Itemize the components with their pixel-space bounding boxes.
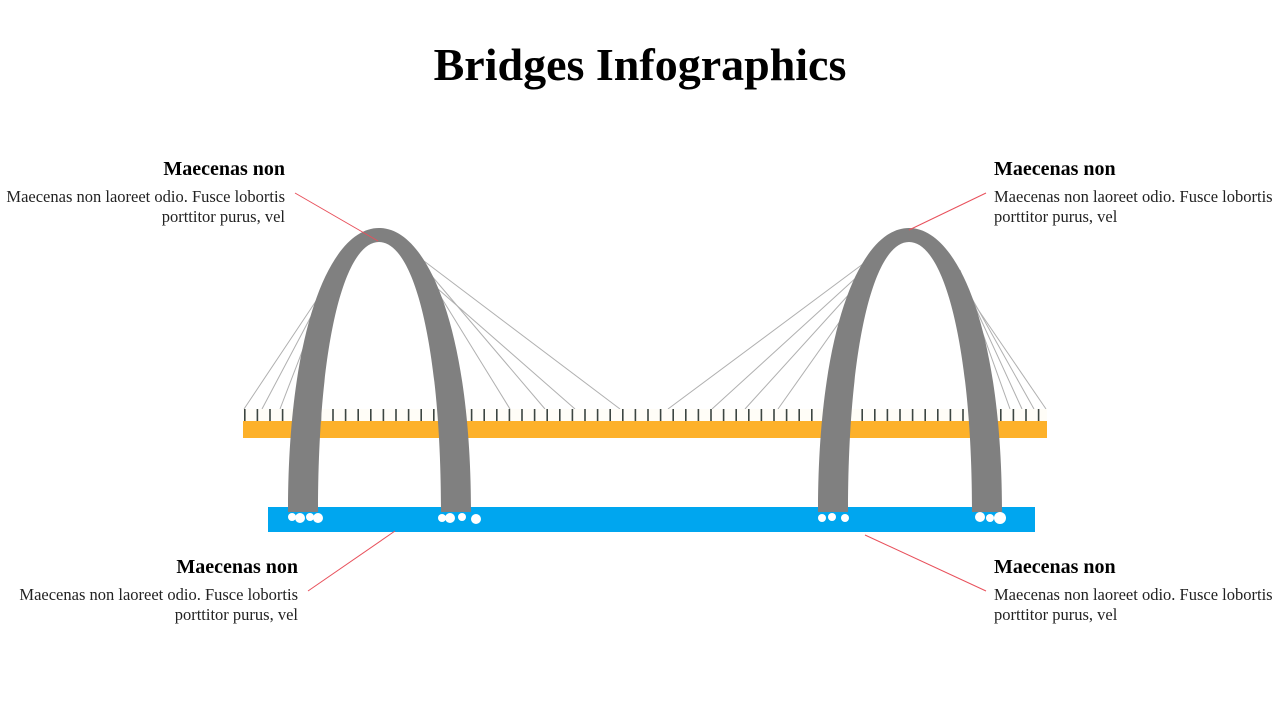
- railing-post: [1037, 409, 1040, 421]
- railing-post: [332, 409, 334, 421]
- block-text: Maecenas non laoreet odio. Fusce loborti…: [6, 187, 285, 226]
- cables: [243, 254, 1047, 410]
- railing-post: [949, 409, 952, 421]
- railing-post: [508, 409, 511, 421]
- railing-post: [483, 409, 485, 421]
- railing-post: [697, 409, 700, 421]
- info-block-top-left: Maecenas non Maecenas non laoreet odio. …: [5, 158, 285, 227]
- railing-post: [760, 409, 763, 421]
- railing-post: [609, 409, 611, 421]
- leader-lines: [294, 192, 987, 592]
- block-text: Maecenas non laoreet odio. Fusce loborti…: [994, 187, 1273, 226]
- railing-post: [420, 409, 422, 421]
- cable: [424, 267, 546, 410]
- railing-post: [370, 409, 372, 421]
- railing-post: [811, 409, 813, 421]
- railing-post: [269, 409, 271, 421]
- railing-post: [924, 409, 926, 421]
- railing: [243, 409, 1047, 421]
- block-heading: Maecenas non: [176, 556, 298, 578]
- cable: [667, 254, 876, 410]
- railing-post: [1000, 409, 1002, 421]
- railing-post: [937, 409, 939, 421]
- railing-post: [382, 409, 385, 421]
- arch-left: [288, 228, 471, 512]
- arch-right: [818, 228, 1002, 512]
- railing-post: [748, 409, 750, 421]
- railing-post: [634, 409, 637, 421]
- cable: [419, 257, 621, 410]
- railing-post: [546, 409, 548, 421]
- railing-post: [1012, 409, 1015, 421]
- railing-post: [622, 409, 624, 421]
- railing-post: [874, 409, 876, 421]
- river: [268, 507, 1035, 532]
- railing-post: [533, 409, 536, 421]
- cable: [744, 279, 863, 410]
- railing-post: [433, 409, 435, 421]
- info-block-bottom-left: Maecenas non Maecenas non laoreet odio. …: [18, 556, 298, 625]
- railing-post: [470, 409, 473, 421]
- railing-post: [685, 409, 687, 421]
- railing-post: [962, 409, 964, 421]
- railing-post: [722, 409, 725, 421]
- railing-post: [596, 409, 599, 421]
- railing-background: [243, 409, 1047, 421]
- railing-post: [496, 409, 498, 421]
- railing-post: [256, 409, 259, 421]
- railing-post: [395, 409, 397, 421]
- info-block-bottom-right: Maecenas non Maecenas non laoreet odio. …: [994, 556, 1274, 625]
- railing-post: [911, 409, 914, 421]
- railing-post: [785, 409, 788, 421]
- railing-post: [521, 409, 523, 421]
- railing-post: [407, 409, 410, 421]
- cable: [711, 264, 871, 410]
- railing-post: [357, 409, 359, 421]
- railing-post: [571, 409, 574, 421]
- block-heading: Maecenas non: [994, 556, 1116, 578]
- railing-post: [659, 409, 662, 421]
- railing-post: [735, 409, 737, 421]
- railing-post: [281, 409, 284, 421]
- block-text: Maecenas non laoreet odio. Fusce loborti…: [994, 585, 1273, 624]
- railing-post: [861, 409, 863, 421]
- railing-post: [773, 409, 775, 421]
- railing-post: [798, 409, 800, 421]
- railing-post: [710, 409, 712, 421]
- railing-post: [1025, 409, 1027, 421]
- railing-post: [672, 409, 674, 421]
- cable: [429, 281, 576, 410]
- page-title: Bridges Infographics: [433, 39, 847, 90]
- block-heading: Maecenas non: [994, 158, 1116, 180]
- railing-post: [886, 409, 889, 421]
- railing-post: [344, 409, 347, 421]
- block-heading: Maecenas non: [163, 158, 285, 180]
- block-text: Maecenas non laoreet odio. Fusce loborti…: [19, 585, 298, 624]
- splashes: [288, 512, 1006, 524]
- info-block-top-right: Maecenas non Maecenas non laoreet odio. …: [994, 158, 1274, 227]
- deck: [243, 421, 1047, 438]
- cable: [974, 304, 1047, 410]
- railing-post: [647, 409, 649, 421]
- railing-post: [584, 409, 586, 421]
- railing-post: [899, 409, 901, 421]
- railing-post: [244, 409, 246, 421]
- railing-post: [559, 409, 561, 421]
